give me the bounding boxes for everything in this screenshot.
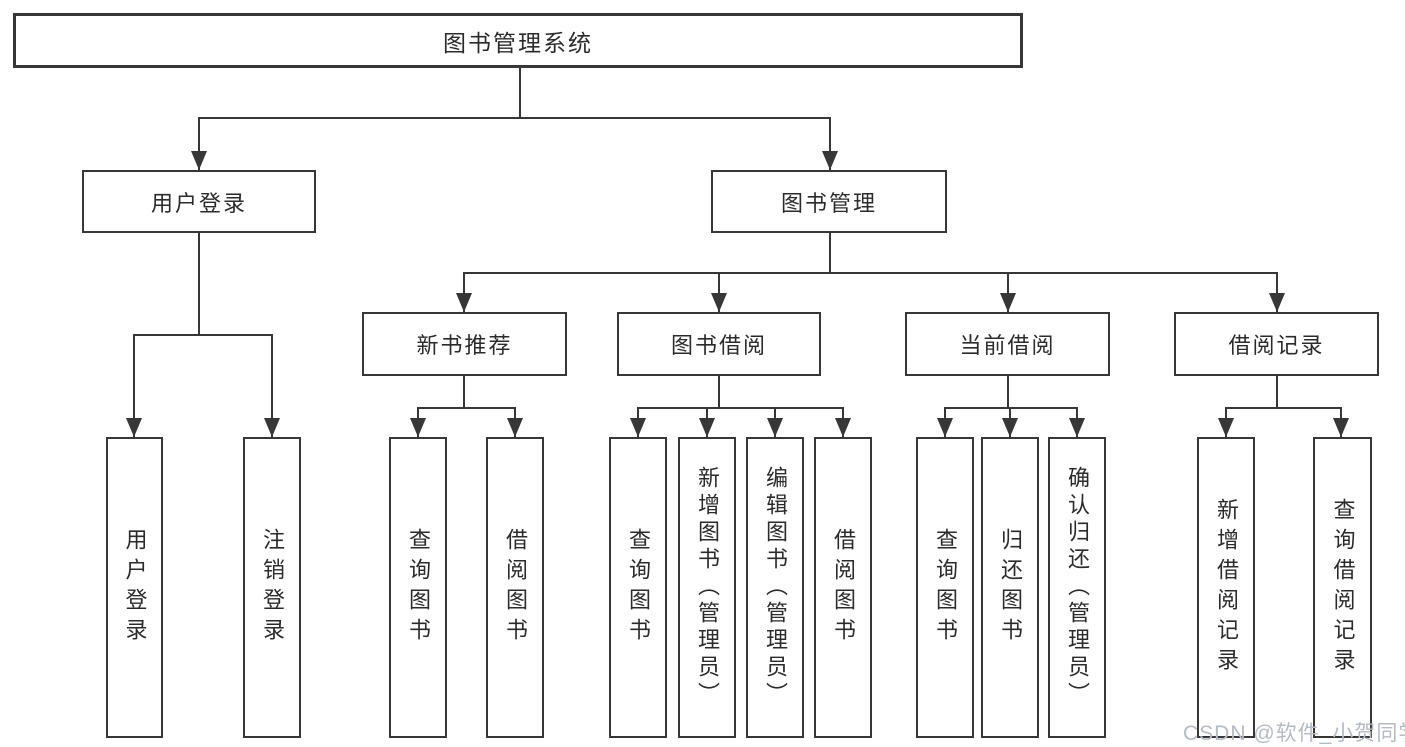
arrow-to-new-book-recommend	[456, 273, 472, 312]
leaf-current-return-books: 归还图书	[981, 437, 1039, 738]
connector-current-span	[944, 407, 1078, 409]
node-book-management: 图书管理	[711, 170, 947, 233]
arrow-to-borrow-records	[1269, 273, 1285, 312]
leaf-records-add-record: 新增借阅记录	[1197, 437, 1255, 738]
leaf-recommend-borrow-books: 借阅图书	[486, 437, 544, 738]
connector-borrow-span	[637, 407, 844, 409]
node-library-management-system: 图书管理系统	[13, 13, 1023, 68]
leaf-user-login: 用户登录	[106, 437, 163, 738]
node-user-login: 用户登录	[82, 170, 316, 233]
arrow-to-book-management	[822, 118, 838, 170]
leaf-logout-login: 注销登录	[243, 437, 301, 738]
arrow-to-borrow-add	[699, 408, 715, 437]
node-new-book-recommend: 新书推荐	[362, 312, 567, 376]
leaf-borrow-edit-books-admin: 编辑图书（管理员）	[746, 437, 804, 738]
connector-recommend-span	[417, 407, 516, 409]
connector-user-login-span	[133, 334, 273, 336]
arrow-to-borrow-borrow	[835, 408, 851, 437]
arrow-to-leaf-user-login	[126, 335, 142, 437]
leaf-borrow-query-books: 查询图书	[609, 437, 667, 738]
arrow-to-recommend-borrow	[507, 408, 523, 437]
leaf-recommend-query-books: 查询图书	[389, 437, 447, 738]
arrow-to-current-return	[1002, 408, 1018, 437]
arrow-to-current-query	[937, 408, 953, 437]
connector-root-span	[198, 117, 831, 119]
leaf-current-query-books: 查询图书	[916, 437, 974, 738]
arrow-to-leaf-logout	[264, 335, 280, 437]
connector-recommend-drop	[463, 376, 465, 409]
arrow-to-current-confirm	[1069, 408, 1085, 437]
connector-records-span	[1225, 407, 1342, 409]
connector-borrow-drop	[718, 376, 720, 409]
connector-user-login-drop	[198, 233, 200, 336]
connector-book-management-span	[463, 272, 1278, 274]
arrow-to-book-borrow	[711, 273, 727, 312]
leaf-records-query-record: 查询借阅记录	[1313, 437, 1372, 738]
arrow-to-records-add	[1218, 408, 1234, 437]
csdn-watermark: CSDN @软件_小贺同学	[1183, 722, 1405, 745]
connector-book-management-drop	[829, 233, 831, 274]
arrow-to-current-borrow	[1000, 273, 1016, 312]
arrow-to-recommend-query	[410, 408, 426, 437]
connector-records-drop	[1276, 376, 1278, 409]
connector-root-drop	[519, 66, 521, 118]
node-current-borrow: 当前借阅	[905, 312, 1110, 376]
arrow-to-borrow-query	[630, 408, 646, 437]
arrow-to-user-login	[191, 118, 207, 170]
connector-current-drop	[1007, 376, 1009, 409]
leaf-current-confirm-return-admin: 确认归还（管理员）	[1048, 437, 1106, 738]
leaf-borrow-borrow-books: 借阅图书	[814, 437, 872, 738]
node-book-borrow: 图书借阅	[617, 312, 821, 376]
leaf-borrow-add-books-admin: 新增图书（管理员）	[678, 437, 736, 738]
node-borrow-records: 借阅记录	[1174, 312, 1379, 376]
arrow-to-records-query	[1333, 408, 1349, 437]
arrow-to-borrow-edit	[767, 408, 783, 437]
